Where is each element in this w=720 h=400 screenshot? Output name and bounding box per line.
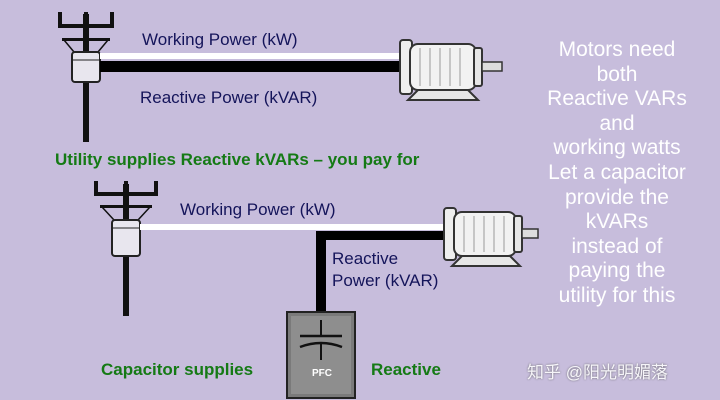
bottom-reactive-power-drop	[316, 231, 326, 313]
bottom-working-power-line	[140, 224, 450, 230]
motor-icon	[443, 207, 539, 267]
side-text-line: both	[596, 62, 638, 86]
side-text-line: and	[599, 111, 635, 135]
watermark: 知乎 @阳光明媚落	[527, 363, 668, 382]
bottom-reactive-power-line	[316, 231, 450, 240]
bottom-caption-left: Capacitor supplies	[101, 360, 254, 379]
side-text-line: paying the	[568, 259, 666, 283]
motor-icon	[399, 39, 503, 101]
top-caption: Utility supplies Reactive kVARs – you pa…	[55, 150, 420, 169]
top-reactive-power-label: Reactive Power (kVAR)	[140, 88, 318, 107]
bottom-caption-right: Reactive	[371, 360, 441, 379]
side-text-line: kVARs	[585, 210, 649, 234]
bottom-reactive-label-line1: Reactive	[332, 249, 399, 268]
side-explanation: Motors need both Reactive VARs and worki…	[528, 38, 706, 309]
side-text-line: Motors need	[558, 38, 676, 61]
side-text-line: instead of	[571, 234, 663, 258]
bottom-working-power-label: Working Power (kW)	[180, 200, 336, 219]
utility-pole-icon	[94, 181, 158, 316]
side-text-line: Let a capacitor	[548, 160, 686, 184]
side-text-line: Reactive VARs	[547, 87, 687, 111]
pfc-label: PFC	[312, 368, 332, 379]
top-reactive-power-line	[100, 61, 425, 72]
side-text-line: provide the	[565, 185, 669, 209]
side-text-line: utility for this	[558, 283, 676, 307]
top-working-power-line	[100, 53, 425, 59]
side-text-line: working watts	[553, 136, 681, 160]
utility-pole-icon	[58, 12, 114, 142]
top-working-power-label: Working Power (kW)	[142, 30, 298, 49]
capacitor-icon	[286, 311, 356, 399]
bottom-reactive-label-line2: Power (kVAR)	[332, 271, 439, 290]
